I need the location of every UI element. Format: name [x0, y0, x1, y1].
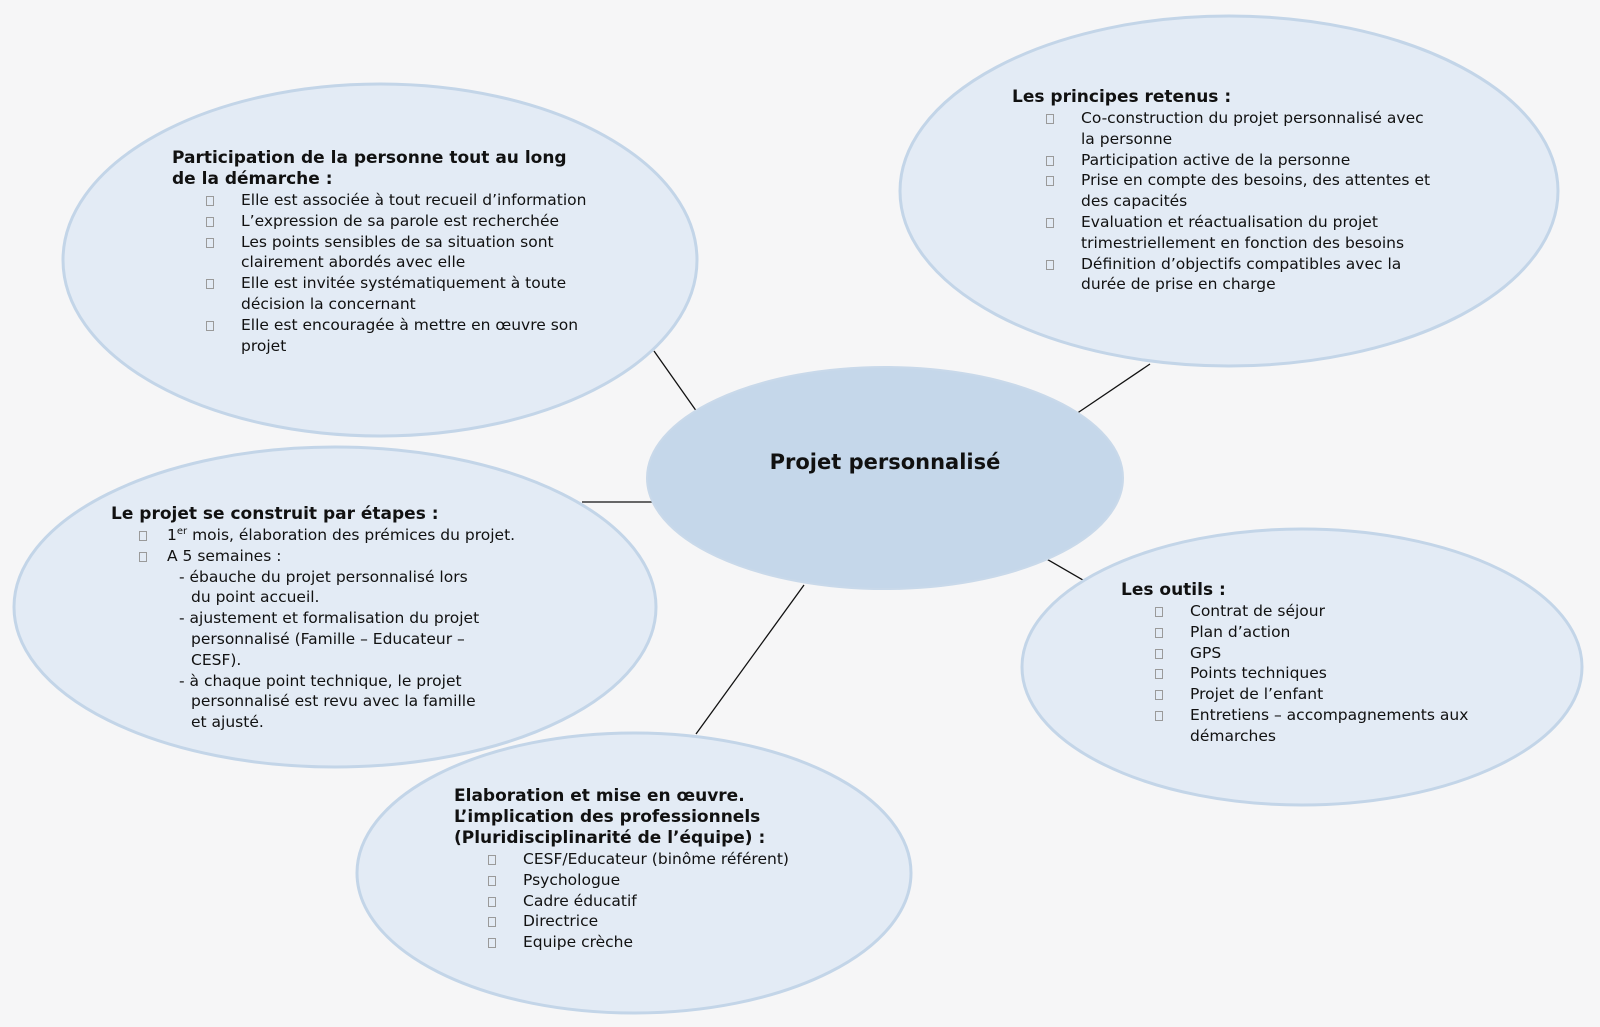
- list-item: Contrat de séjour: [1155, 601, 1481, 622]
- elaboration-block: Elaboration et mise en œuvre. L’implicat…: [454, 786, 854, 953]
- central-node: [646, 366, 1124, 590]
- etapes-heading: Le projet se construit par étapes :: [111, 504, 439, 524]
- list-item: Entretiens – accompagnements aux démarch…: [1155, 705, 1480, 747]
- checkbox-bullet-icon: [206, 196, 214, 206]
- checkbox-bullet-icon: [139, 531, 147, 541]
- list-item: Plan d’action: [1155, 622, 1481, 643]
- checkbox-bullet-icon: [1155, 607, 1163, 617]
- checkbox-bullet-icon: [1046, 259, 1054, 270]
- checkbox-bullet-icon: [488, 875, 496, 886]
- list-item: Elle est encouragée à mettre en œuvre so…: [206, 315, 592, 357]
- list-item: Elle est invitée systématiquement à tout…: [206, 273, 592, 315]
- list-item: A 5 semaines :: [139, 546, 571, 567]
- participation-heading: Participation de la personne tout au lon…: [172, 148, 567, 189]
- list-item: Projet de l’enfant: [1155, 684, 1481, 705]
- bubble-etapes: [12, 445, 658, 769]
- sub-item: - ajustement et formalisation du projet …: [179, 609, 480, 669]
- checkbox-bullet-icon: [206, 237, 214, 248]
- checkbox-bullet-icon: [206, 320, 214, 331]
- checkbox-bullet-icon: [206, 216, 214, 227]
- list-item: Cadre éducatif: [488, 891, 854, 912]
- checkbox-bullet-icon: [488, 938, 496, 949]
- list-item: GPS: [1155, 643, 1481, 664]
- connector-elaboration: [695, 584, 805, 735]
- checkbox-bullet-icon: [488, 855, 496, 865]
- checkbox-bullet-icon: [1046, 217, 1054, 228]
- list-item: Psychologue: [488, 870, 854, 891]
- checkbox-bullet-icon: [1046, 176, 1054, 187]
- checkbox-bullet-icon: [1046, 155, 1054, 166]
- list-item: Prise en compte des besoins, des attente…: [1046, 170, 1442, 212]
- list-item: Participation active de la personne: [1046, 150, 1442, 171]
- checkbox-bullet-icon: [1155, 627, 1163, 638]
- principes-heading: Les principes retenus :: [1012, 87, 1232, 107]
- sub-item: - à chaque point technique, le projet pe…: [179, 671, 476, 732]
- etapes-block: Le projet se construit par étapes : 1er …: [111, 504, 571, 733]
- etapes-sublist: - ébauche du projet personnalisé lors du…: [111, 567, 481, 733]
- elaboration-list: CESF/Educateur (binôme référent) Psychol…: [454, 849, 854, 953]
- list-item: Co-construction du projet personnalisé a…: [1046, 108, 1442, 150]
- outils-block: Les outils : Contrat de séjour Plan d’ac…: [1121, 580, 1481, 747]
- outils-list: Contrat de séjour Plan d’action GPS Poin…: [1121, 601, 1481, 747]
- list-item: Définition d’objectifs compatibles avec …: [1046, 254, 1442, 296]
- checkbox-bullet-icon: [206, 279, 214, 290]
- checkbox-bullet-icon: [139, 551, 147, 562]
- elaboration-heading-line1: Elaboration et mise en œuvre.: [454, 786, 745, 806]
- elaboration-heading-line3: (Pluridisciplinarité de l’équipe) :: [454, 828, 766, 848]
- participation-list: Elle est associée à tout recueil d’infor…: [172, 190, 592, 356]
- list-item: Les points sensibles de sa situation son…: [206, 232, 592, 274]
- checkbox-bullet-icon: [488, 896, 496, 907]
- checkbox-bullet-icon: [1155, 710, 1163, 721]
- list-item: Evaluation et réactualisation du projet …: [1046, 212, 1442, 254]
- checkbox-bullet-icon: [1155, 669, 1163, 680]
- checkbox-bullet-icon: [1155, 648, 1163, 659]
- bubble-outils: [1020, 527, 1584, 807]
- sub-item: - ébauche du projet personnalisé lors du…: [179, 567, 468, 607]
- connector-principes: [1075, 363, 1151, 415]
- outils-heading: Les outils :: [1121, 580, 1226, 600]
- connector-outils: [1044, 557, 1084, 581]
- elaboration-heading-line2: L’implication des professionnels: [454, 807, 761, 827]
- connector-participation: [653, 350, 698, 413]
- checkbox-bullet-icon: [1046, 114, 1054, 124]
- list-item: 1er mois, élaboration des prémices du pr…: [139, 525, 571, 546]
- list-item: Directrice: [488, 911, 854, 932]
- list-item: CESF/Educateur (binôme référent): [488, 849, 854, 870]
- checkbox-bullet-icon: [488, 917, 496, 928]
- principes-list: Co-construction du projet personnalisé a…: [1012, 108, 1442, 295]
- bubble-principes: [898, 14, 1560, 368]
- bubble-participation: [61, 82, 699, 438]
- central-title: Projet personnalisé: [769, 450, 1001, 474]
- etapes-list: 1er mois, élaboration des prémices du pr…: [111, 525, 571, 567]
- list-item: L’expression de sa parole est recherchée: [206, 211, 592, 232]
- list-item: Equipe crèche: [488, 932, 854, 953]
- list-item: Elle est associée à tout recueil d’infor…: [206, 190, 592, 211]
- participation-block: Participation de la personne tout au lon…: [172, 148, 592, 378]
- principes-block: Les principes retenus : Co-construction …: [1012, 87, 1442, 295]
- list-item: Points techniques: [1155, 663, 1481, 684]
- checkbox-bullet-icon: [1155, 690, 1163, 701]
